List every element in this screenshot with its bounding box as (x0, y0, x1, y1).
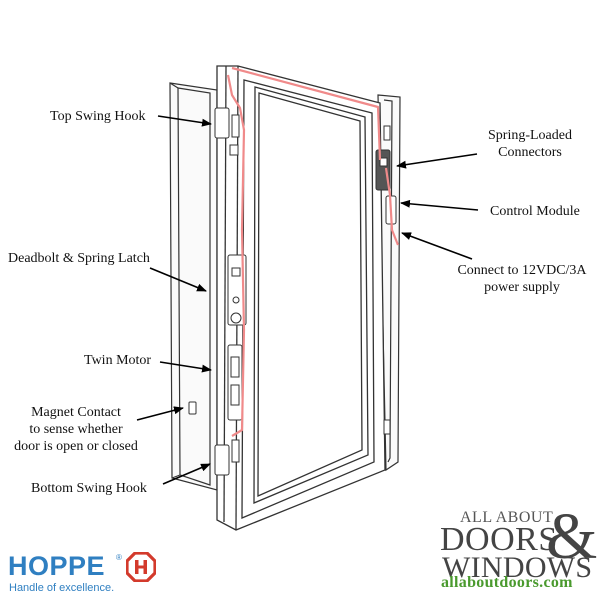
hoppe-h-octagon-icon (126, 552, 156, 582)
aad-ampersand: & (546, 500, 598, 573)
arrow-magnet-contact (136, 406, 184, 421)
arrow-control-module (400, 199, 479, 211)
hoppe-wordmark: HOPPE (8, 551, 106, 581)
magnet-contact-part (188, 401, 197, 415)
magnet-line-3: door is open or closed (14, 439, 138, 454)
label-power-supply: Connect to 12VDC/3A power supply (452, 262, 592, 296)
aad-windows: WINDOWS (442, 551, 593, 584)
label-top-swing-hook: Top Swing Hook (50, 109, 146, 124)
spring-line-2: Connectors (498, 145, 562, 160)
label-spring-connectors: Spring-Loaded Connectors (470, 127, 590, 161)
pointer-arrows (136, 115, 479, 485)
wiring (226, 66, 400, 437)
hoppe-registered-mark: ® (116, 553, 122, 562)
label-bottom-swing-hook: Bottom Swing Hook (31, 481, 147, 496)
allaboutdoors-logo: ALL ABOUT DOORS & WINDOWS allaboutdoors.… (438, 504, 598, 598)
arrow-bottom-swing-hook (162, 463, 211, 485)
hoppe-logo: HOPPE ® Handle of excellence. (8, 551, 178, 597)
bottom-swing-hook-part (214, 444, 230, 476)
twin-motor-part (227, 344, 243, 421)
aad-doors: DOORS (440, 521, 558, 558)
arrow-spring-connectors (396, 153, 478, 169)
arrow-power-supply (401, 232, 473, 260)
label-magnet-contact: Magnet Contact to sense whether door is … (6, 404, 146, 455)
power-line-1: Connect to 12VDC/3A (457, 263, 587, 278)
aad-all-about: ALL ABOUT (460, 509, 554, 526)
top-swing-hook-part (214, 107, 230, 139)
hoppe-tagline: Handle of excellence. (9, 582, 115, 594)
aad-url: allaboutdoors.com (441, 574, 573, 591)
arrow-deadbolt (149, 267, 207, 292)
spring-line-1: Spring-Loaded (488, 128, 572, 143)
magnet-line-1: Magnet Contact (31, 405, 121, 420)
magnet-line-2: to sense whether (29, 422, 123, 437)
power-line-2: power supply (484, 280, 560, 295)
label-deadbolt-latch: Deadbolt & Spring Latch (8, 251, 150, 266)
lock-hardware (188, 107, 247, 476)
label-twin-motor: Twin Motor (84, 353, 152, 368)
arrow-top-swing-hook (157, 115, 212, 127)
label-control-module: Control Module (490, 204, 580, 219)
arrow-twin-motor (159, 361, 212, 373)
